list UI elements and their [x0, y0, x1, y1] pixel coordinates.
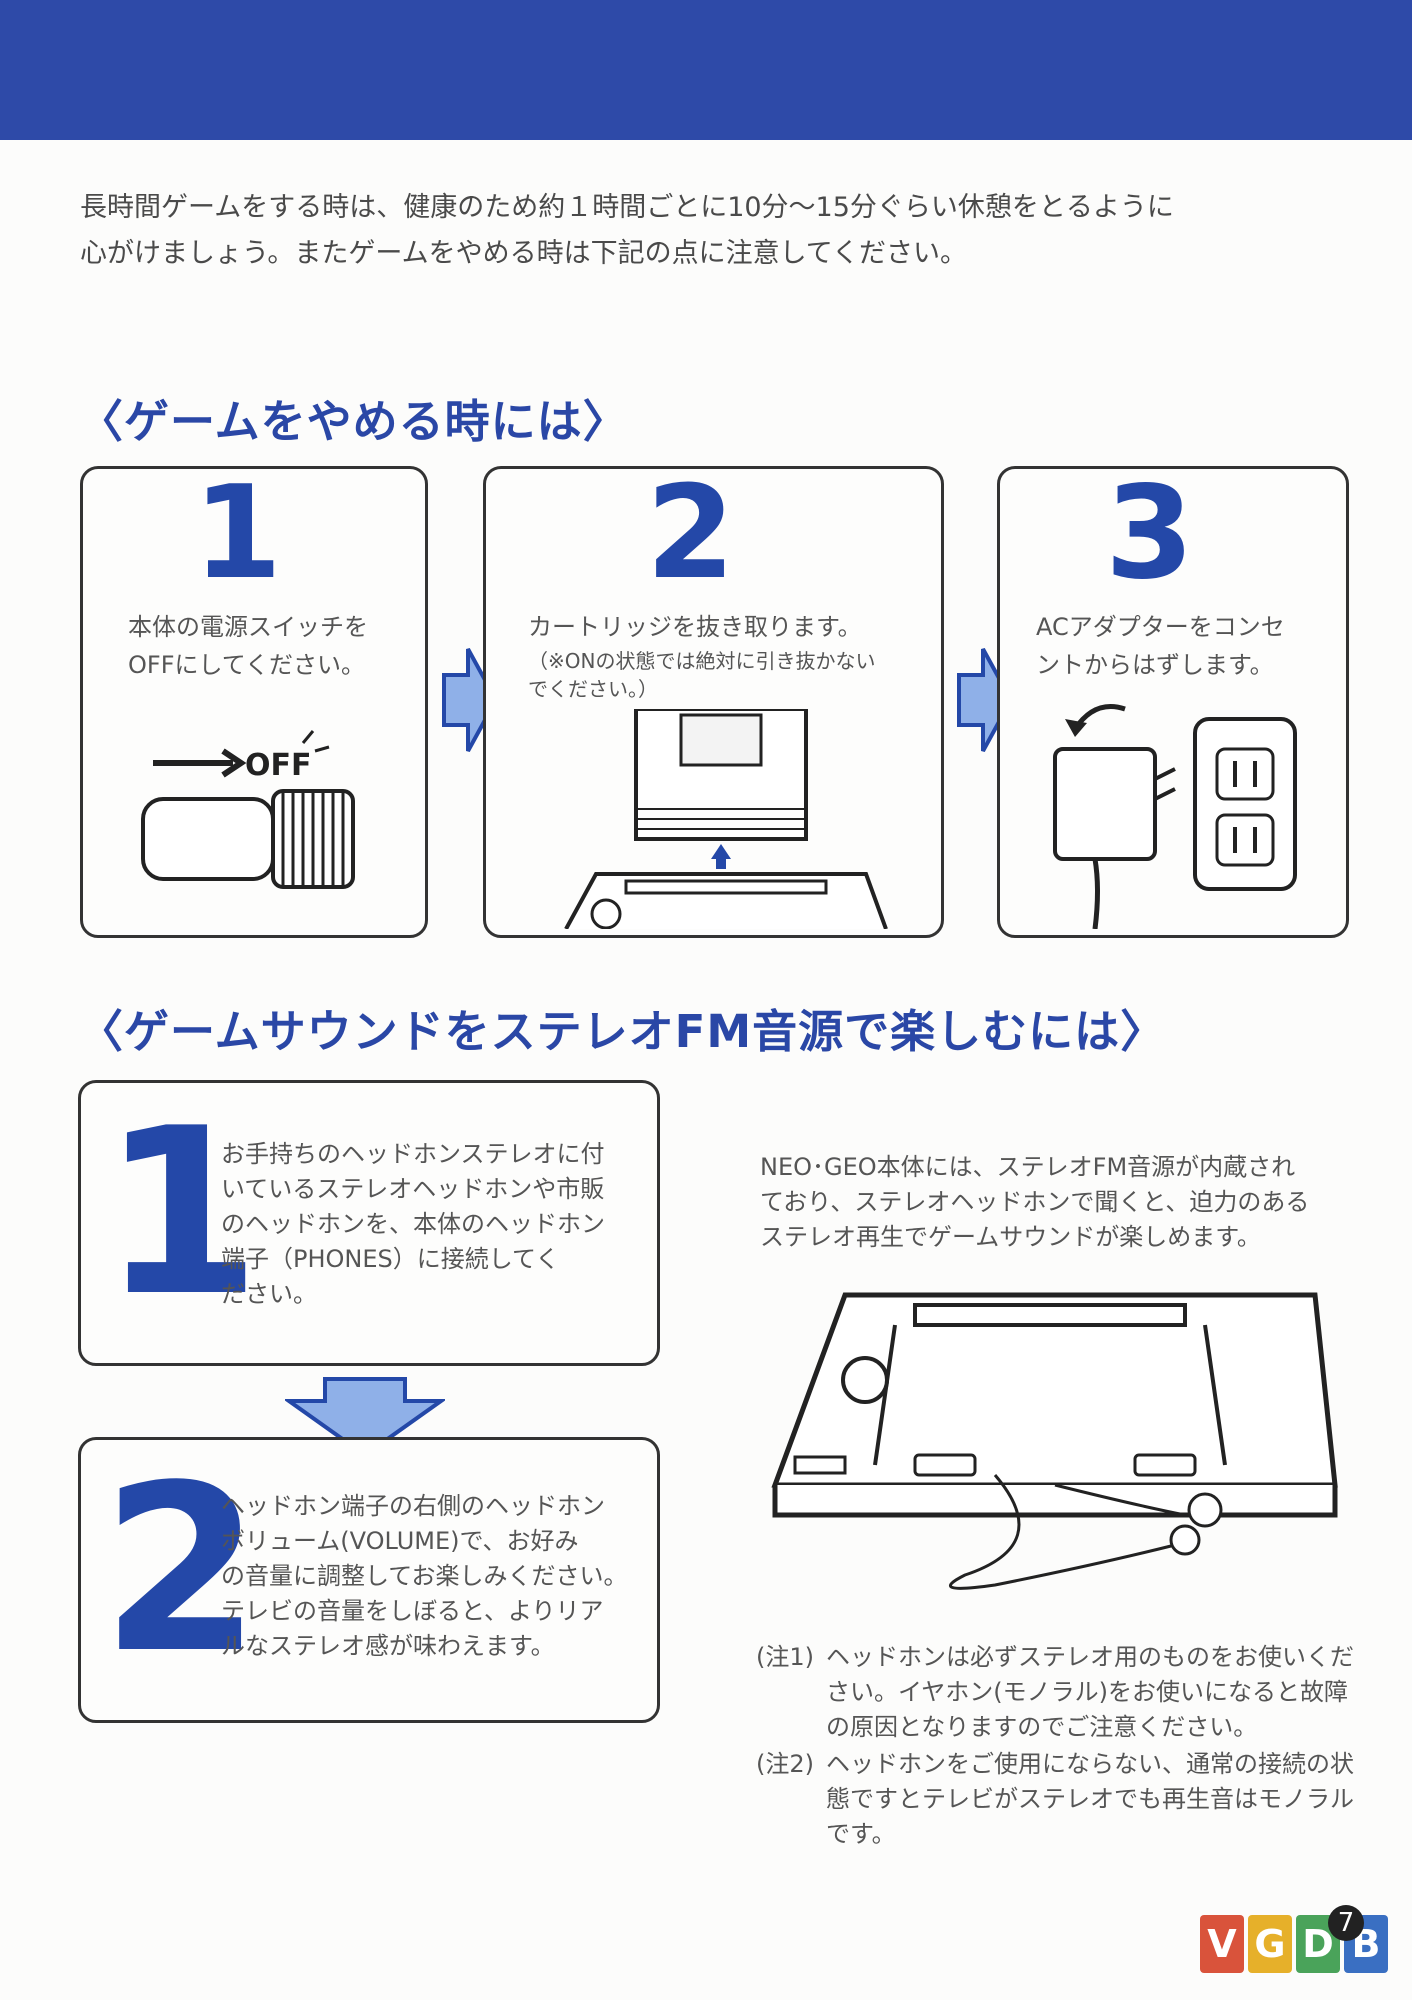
power-switch-illustration: OFF	[141, 730, 355, 889]
step-box-2: 2 カートリッジを抜き取ります。 （※ONの状態では絶対に引き抜かない でくださ…	[483, 459, 944, 938]
right-arrow-icon-1	[442, 648, 499, 752]
stereo-step-2-line-2: ボリューム(VOLUME)で、お好み	[221, 1527, 579, 1555]
page-number: 7	[1328, 1905, 1364, 1941]
stereo-step-1-line-2: いているステレオヘッドホンや市販	[221, 1175, 605, 1203]
stereo-step-number-2: 2	[101, 1437, 262, 1704]
stereo-step-2-line-4: テレビの音量をしぼると、よりリア	[221, 1597, 604, 1625]
intro-line-1: 長時間ゲームをする時は、健康のため約１時間ごとに10分〜15分ぐらい休憩をとるよ…	[80, 192, 1174, 223]
side-line-3: ステレオ再生でゲームサウンドが楽しめます。	[760, 1223, 1261, 1251]
stereo-step-2-line-1: ヘッドホン端子の右側のヘッドホン	[221, 1492, 605, 1520]
watermark-letter-d: D	[1296, 1915, 1340, 1973]
section-title-stereo: 〈ゲームサウンドをステレオFM音源で楽しむには〉	[78, 1005, 1167, 1058]
note-2-label: (注2)	[756, 1750, 814, 1778]
step-note-2a: （※ONの状態では絶対に引き抜かない	[528, 649, 876, 673]
step-number-2: 2	[646, 459, 736, 608]
step-box-1: 1 本体の電源スイッチを OFFにしてください。 OFF	[80, 459, 428, 938]
down-arrow-icon	[285, 1377, 445, 1458]
note-1: (注1) ヘッドホンは必ずステレオ用のものをお使いください。イヤホン(モノラル)…	[756, 1640, 1356, 1745]
stereo-step-1-line-3: のヘッドホンを、本体のヘッドホン	[221, 1210, 605, 1238]
stereo-step-1-line-4: 端子（PHONES）に接続してく	[221, 1245, 560, 1273]
step-text-3b: ントからはずします。	[1036, 651, 1274, 679]
note-2: (注2) ヘッドホンをご使用にならない、通常の接続の状態ですとテレビがステレオで…	[756, 1747, 1356, 1852]
step-note-2b: でください。）	[528, 677, 658, 701]
watermark-letter-b: B	[1344, 1915, 1388, 1973]
step-text-1a: 本体の電源スイッチを	[128, 613, 368, 641]
side-line-2: ており、ステレオヘッドホンで聞くと、迫力のある	[760, 1188, 1310, 1216]
notes: (注1) ヘッドホンは必ずステレオ用のものをお使いください。イヤホン(モノラル)…	[756, 1640, 1356, 1854]
note-2-text: ヘッドホンをご使用にならない、通常の接続の状態ですとテレビがステレオでも再生音は…	[826, 1750, 1354, 1848]
stereo-step-2-line-3: の音量に調整してお楽しみください。	[221, 1562, 628, 1590]
stereo-step-number-1: 1	[101, 1080, 262, 1347]
side-line-1: NEO･GEO本体には、ステレオFM音源が内蔵され	[760, 1153, 1296, 1181]
stereo-step-box-1: 1 お手持ちのヘッドホンステレオに付 いているステレオヘッドホンや市販 のヘッド…	[78, 1080, 660, 1366]
note-1-text: ヘッドホンは必ずステレオ用のものをお使いください。イヤホン(モノラル)をお使いに…	[826, 1643, 1354, 1741]
step-number-1: 1	[193, 459, 283, 608]
cartridge-removal-illustration	[564, 709, 888, 929]
step-text-2: カートリッジを抜き取ります。	[528, 613, 862, 641]
watermark-logo: V G D B	[1200, 1915, 1388, 1973]
step-box-3: 3 ACアダプターをコンセ ントからはずします。	[997, 459, 1349, 938]
section-title-stopping: 〈ゲームをやめる時には〉	[78, 395, 629, 448]
side-description: NEO･GEO本体には、ステレオFM音源が内蔵され ており、ステレオヘッドホンで…	[760, 1150, 1360, 1255]
step-text-3a: ACアダプターをコンセ	[1036, 613, 1285, 641]
note-1-label: (注1)	[756, 1643, 814, 1671]
stereo-step-1-line-5: ださい。	[221, 1280, 317, 1308]
console-headphones-illustration	[771, 1292, 1338, 1590]
watermark-letter-g: G	[1248, 1915, 1292, 1973]
off-label: OFF	[245, 748, 312, 783]
stereo-step-2-line-5: ルなステレオ感が味わえます。	[221, 1632, 555, 1660]
ac-adapter-illustration	[1053, 704, 1297, 929]
top-banner	[0, 0, 1412, 140]
step-text-1b: OFFにしてください。	[128, 651, 366, 679]
intro-text: 長時間ゲームをする時は、健康のため約１時間ごとに10分〜15分ぐらい休憩をとるよ…	[80, 185, 1350, 277]
intro-line-2: 心がけましょう。またゲームをやめる時は下記の点に注意してください。	[80, 238, 967, 269]
stereo-step-1-line-1: お手持ちのヘッドホンステレオに付	[221, 1140, 605, 1168]
stereo-step-box-2: 2 ヘッドホン端子の右側のヘッドホン ボリューム(VOLUME)で、お好み の音…	[78, 1437, 660, 1723]
watermark-letter-v: V	[1200, 1915, 1244, 1973]
step-number-3: 3	[1105, 459, 1195, 608]
